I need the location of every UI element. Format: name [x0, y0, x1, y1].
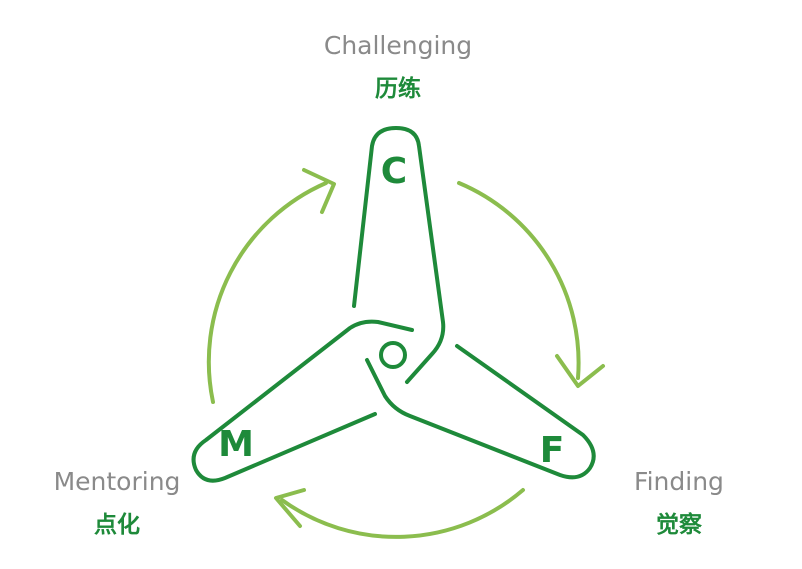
cycle-arc-challenging-to-finding: [457, 181, 581, 380]
letter-f: F: [540, 430, 565, 471]
label-finding-en: Finding: [634, 467, 724, 496]
blade-bottom-left-m: [191, 319, 414, 483]
arrowhead-challenging-icon: [302, 168, 336, 214]
blade-top-c: [352, 126, 446, 384]
cycle-arc-finding-to-mentoring: [280, 488, 525, 539]
arrowhead-finding-icon: [555, 354, 605, 388]
letter-c: C: [381, 151, 407, 192]
cycle-arrows: [206, 168, 605, 539]
cycle-arc-mentoring-to-challenging: [206, 181, 328, 404]
hub-circle: [379, 341, 407, 369]
propeller: [191, 126, 596, 483]
label-mentoring-en: Mentoring: [54, 467, 181, 496]
label-finding-zh: 觉察: [656, 511, 703, 538]
blade-bottom-right-f: [365, 344, 596, 480]
letter-m: M: [218, 424, 254, 465]
label-mentoring-zh: 点化: [94, 511, 140, 538]
label-challenging-en: Challenging: [324, 31, 472, 60]
arrowhead-mentoring-icon: [274, 488, 306, 528]
label-challenging-zh: 历练: [375, 75, 421, 102]
